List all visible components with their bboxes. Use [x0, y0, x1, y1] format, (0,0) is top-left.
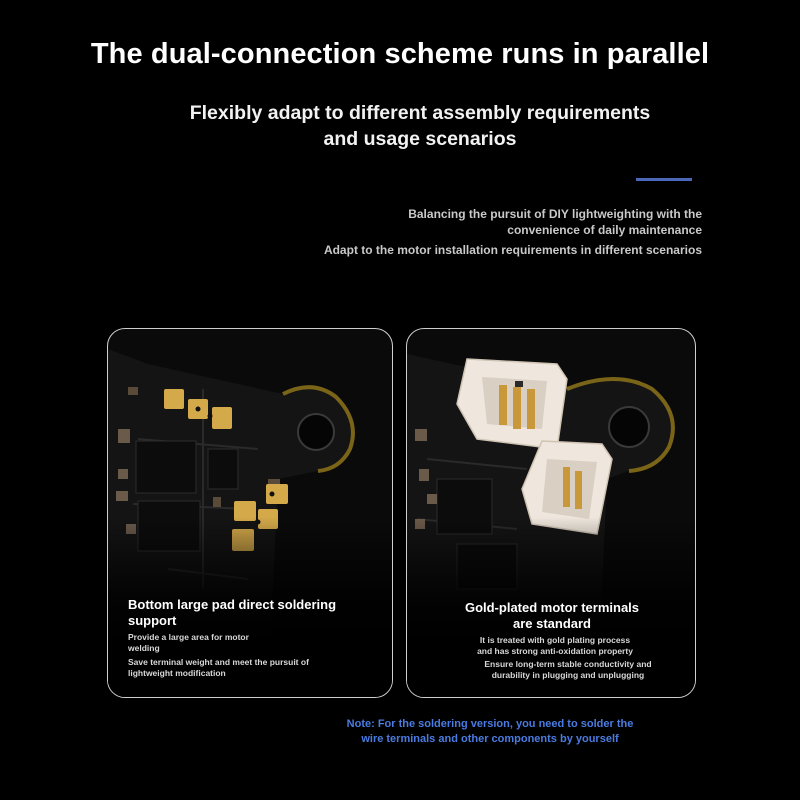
soldering-note: Note: For the soldering version, you nee…: [290, 717, 690, 747]
card-text-large-area: Provide a large area for motor welding: [128, 632, 308, 654]
card-title-line: Bottom large pad direct soldering: [128, 597, 337, 612]
card-text-line: Save terminal weight and meet the pursui…: [128, 657, 309, 667]
gold-pad: [234, 501, 256, 521]
card-text-gold-plating: It is treated with gold plating process …: [455, 635, 655, 657]
accent-divider: [636, 178, 692, 181]
motor-terminal-connector: [456, 358, 568, 450]
description-lightweighting: Balancing the pursuit of DIY lightweight…: [242, 206, 702, 238]
card-title-solder-pads: Bottom large pad direct soldering suppor…: [128, 597, 378, 629]
subheadline-line-2: and usage scenarios: [323, 128, 517, 150]
card-text-line: welding: [128, 643, 160, 653]
card-title-line: Gold-plated motor terminals: [464, 600, 640, 615]
card-title-gold-terminals: Gold-plated motor terminals are standard: [447, 600, 657, 632]
card-text-line: Provide a large area for motor: [128, 632, 249, 642]
card-title-line: support: [128, 613, 177, 628]
card-solder-pads: Bottom large pad direct soldering suppor…: [107, 328, 393, 698]
headline: The dual-connection scheme runs in paral…: [90, 38, 710, 70]
card-fade-overlay: [108, 517, 392, 697]
card-text-line: lightweight modification: [128, 668, 226, 678]
gold-pad: [266, 484, 288, 504]
card-title-line: are standard: [512, 616, 592, 631]
card-text-line: Ensure long-term stable conductivity and: [484, 659, 652, 669]
card-text-line: durability in plugging and unplugging: [491, 670, 645, 680]
gold-pad: [212, 407, 232, 429]
card-text-conductivity: Ensure long-term stable conductivity and…: [463, 659, 673, 681]
description-line-1a: Balancing the pursuit of DIY lightweight…: [408, 207, 702, 221]
description-installation: Adapt to the motor installation requirem…: [323, 243, 702, 257]
description-line-1b: convenience of daily maintenance: [507, 223, 702, 237]
subheadline-line-1: Flexibly adapt to different assembly req…: [189, 102, 651, 124]
note-line-2: wire terminals and other components by y…: [361, 733, 619, 745]
gold-pad: [164, 389, 184, 409]
card-fade-overlay: [407, 517, 695, 697]
card-text-weight: Save terminal weight and meet the pursui…: [128, 657, 358, 679]
card-gold-terminals: Gold-plated motor terminals are standard…: [406, 328, 696, 698]
card-text-line: It is treated with gold plating process: [479, 635, 631, 645]
card-text-line: and has strong anti-oxidation property: [477, 646, 633, 656]
subheadline: Flexibly adapt to different assembly req…: [150, 100, 690, 152]
note-line-1: Note: For the soldering version, you nee…: [346, 718, 634, 730]
